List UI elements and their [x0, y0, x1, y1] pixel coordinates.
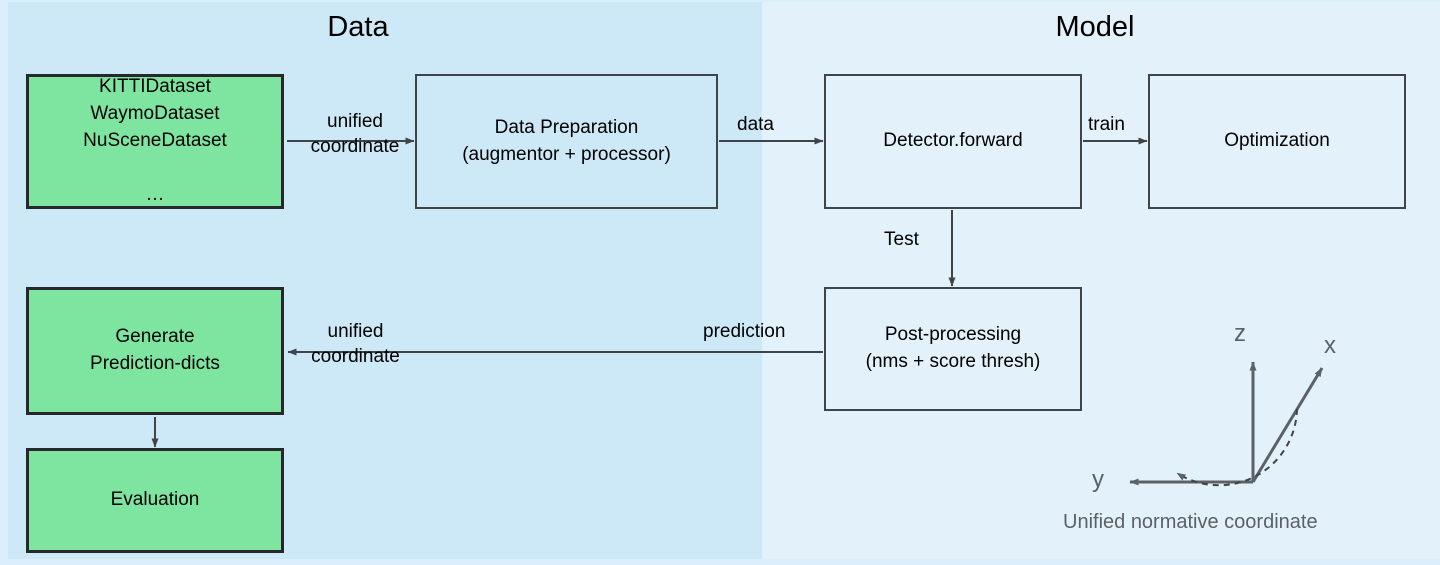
- edge-label-train: train: [1088, 114, 1125, 135]
- axis-caption: Unified normative coordinate: [1063, 511, 1318, 533]
- axis-label-y: y: [1092, 466, 1104, 493]
- node-optimization[interactable]: Optimization: [1148, 74, 1406, 209]
- edge-label-unified-bottom-line2: coordinate: [311, 345, 400, 367]
- node-evaluation[interactable]: Evaluation: [26, 448, 284, 553]
- edge-label-data: data: [737, 114, 774, 135]
- edge-label-unified-coordinate-bottom: unified coordinate: [293, 320, 418, 369]
- node-generate-prediction-dicts[interactable]: Generate Prediction-dicts: [26, 287, 284, 415]
- axis-label-x: x: [1324, 332, 1336, 359]
- node-data-preparation[interactable]: Data Preparation (augmentor + processor): [415, 74, 718, 209]
- edge-label-unified-bottom-line1: unified: [327, 321, 384, 342]
- node-datasets[interactable]: KITTIDataset WaymoDataset NuSceneDataset…: [26, 74, 284, 209]
- edge-label-unified-top-line1: unified: [327, 111, 383, 132]
- edge-label-test: Test: [884, 229, 919, 250]
- node-post-processing[interactable]: Post-processing (nms + score thresh): [824, 287, 1082, 411]
- panel-title-data: Data: [327, 11, 389, 43]
- node-detector-forward[interactable]: Detector.forward: [824, 74, 1082, 209]
- panel-title-model: Model: [1055, 11, 1135, 43]
- edge-label-prediction: prediction: [703, 321, 786, 342]
- edge-label-unified-top-line2: coordinate: [310, 135, 400, 157]
- edge-label-unified-coordinate-top: unified coordinate: [295, 110, 415, 159]
- axis-label-z: z: [1234, 320, 1246, 347]
